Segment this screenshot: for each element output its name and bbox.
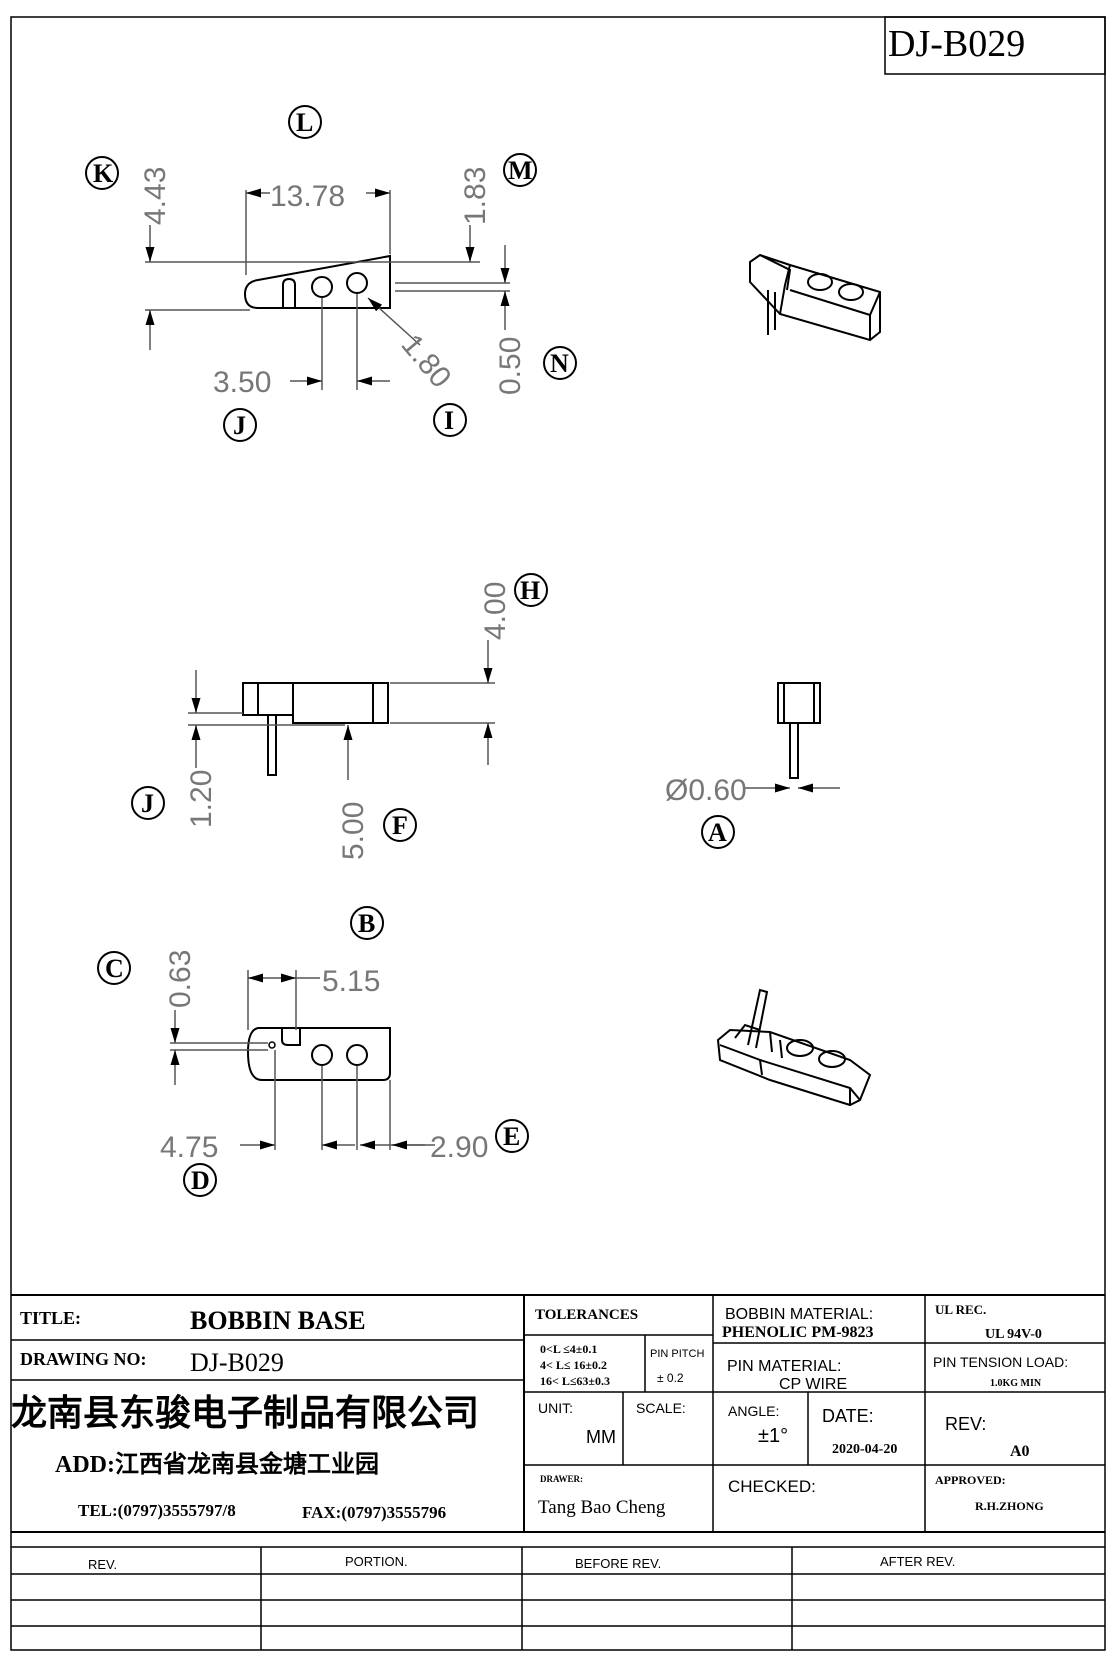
callout-a: A [708,818,727,847]
rev-header-portion: PORTION. [345,1554,408,1569]
ul-rec-label: UL REC. [935,1302,986,1317]
dim-4-75: 4.75 [160,1131,218,1164]
isometric-view-2 [716,988,872,1107]
end-view: Ø0.60 [665,682,840,807]
company-name: 龙南县东骏电子制品有限公司 [11,1392,479,1433]
callout-b: B [358,909,375,938]
bobbin-material-value: PHENOLIC PM-9823 [722,1324,874,1341]
callout-c: C [105,954,124,983]
angle-label: ANGLE: [728,1403,779,1419]
dim-1-83: 1.83 [459,167,492,225]
drawer-label: DRAWER: [540,1474,583,1484]
unit-value: MM [586,1427,616,1447]
callout-h: H [520,576,540,605]
checked-label: CHECKED: [728,1477,816,1496]
pin-pitch-label: PIN PITCH [650,1348,704,1360]
callout-m: M [508,156,533,185]
bottom-view: 0.63 5.15 4.75 2.90 [160,950,488,1164]
top-view: 4.43 13.78 1.83 0.50 1.80 3.50 [139,167,527,399]
scale-label: SCALE: [636,1400,686,1416]
bobbin-material-label: BOBBIN MATERIAL: [725,1306,873,1323]
pin-material-label: PIN MATERIAL: [727,1358,841,1375]
approved-value: R.H.ZHONG [975,1499,1044,1513]
pin-tension-label: PIN TENSION LOAD: [933,1354,1068,1370]
angle-value: ±1° [758,1425,788,1447]
rev-header-before: BEFORE REV. [575,1556,661,1571]
title-block: TITLE: BOBBIN BASE DRAWING NO: DJ-B029 龙… [11,1294,1105,1533]
callout-d: D [191,1166,210,1195]
callout-j-top: J [233,411,246,440]
company-address: ADD:江西省龙南县金塘工业园 [55,1450,379,1478]
rev-header-rev: REV. [88,1557,117,1572]
drawer-value: Tang Bao Cheng [538,1497,666,1518]
dim-5-15: 5.15 [322,965,380,998]
callout-l: L [296,108,313,137]
tolerance-line-3: 16< L≤63±0.3 [540,1374,610,1388]
pin-pitch-value: ± 0.2 [657,1371,684,1385]
dim-0-50: 0.50 [494,337,527,395]
unit-label: UNIT: [538,1400,573,1416]
callout-n: N [550,349,569,378]
callouts-bottom: B C E D [97,906,529,1197]
title-value: BOBBIN BASE [190,1306,366,1335]
dim-1-20: 1.20 [185,770,218,828]
drawing-no-value: DJ-B029 [190,1348,284,1377]
rev-label: REV: [945,1414,986,1434]
dim-0-63: 0.63 [164,950,197,1008]
drawing-number-top: DJ-B029 [888,23,1025,65]
isometric-view-1 [749,253,881,342]
callout-f: F [392,811,408,840]
date-label: DATE: [822,1406,874,1426]
ul-rec-value: UL 94V-0 [985,1327,1042,1342]
callouts-side: H J F A [131,573,735,849]
dim-4-43: 4.43 [139,167,172,225]
callout-j-side: J [141,789,154,818]
rev-value: A0 [1010,1443,1030,1460]
drawing-no-label: DRAWING NO: [20,1349,147,1369]
date-value: 2020-04-20 [832,1442,897,1457]
company-fax: FAX:(0797)3555796 [302,1503,446,1522]
dim-0-60: Ø0.60 [665,774,747,807]
dim-2-90: 2.90 [430,1131,488,1164]
title-label: TITLE: [20,1308,81,1328]
dim-1-80: 1.80 [395,328,458,394]
dim-13-78: 13.78 [270,180,345,213]
sheet-border [10,16,1106,1651]
dim-4-00: 4.00 [479,582,512,640]
dim-3-50: 3.50 [213,366,271,399]
callout-i: I [444,406,454,435]
callout-k: K [93,159,114,188]
callout-e: E [503,1122,520,1151]
callouts-top: L K M N J I [85,105,577,442]
dim-5-00: 5.00 [337,802,370,860]
pin-tension-value: 1.0KG MIN [990,1378,1042,1389]
approved-label: APPROVED: [935,1473,1006,1487]
pin-material-value: CP WIRE [779,1376,847,1393]
tolerance-line-1: 0<L ≤4±0.1 [540,1342,597,1356]
side-view: 4.00 1.20 5.00 [185,582,512,860]
company-tel: TEL:(0797)3555797/8 [78,1501,236,1520]
tolerances-label: TOLERANCES [535,1307,638,1323]
revision-table: REV. PORTION. BEFORE REV. AFTER REV. [11,1546,1105,1650]
tolerance-line-2: 4< L≤ 16±0.2 [540,1358,607,1372]
rev-header-after: AFTER REV. [880,1554,955,1569]
drawing-number-box: DJ-B029 [884,16,1106,75]
